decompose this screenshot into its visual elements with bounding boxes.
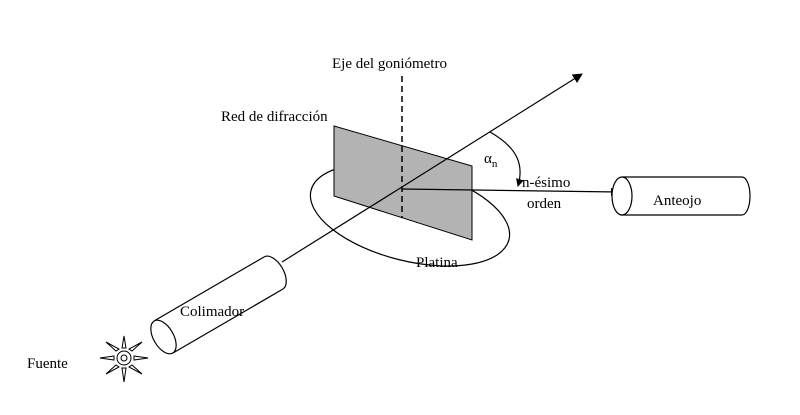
order-label-line2: orden: [527, 196, 562, 212]
telescope-label: Anteojo: [653, 193, 701, 209]
nth-order-ray: [401, 187, 619, 196]
axis-label: Eje del goniómetro: [332, 56, 447, 72]
incident-ray: [281, 186, 403, 263]
collimator-label: Colimador: [180, 304, 244, 320]
grating-label: Red de difracción: [221, 109, 328, 125]
light-source-icon: [99, 335, 149, 383]
zero-order-ray: [401, 73, 583, 188]
angle-label: αn: [484, 151, 498, 170]
source-label: Fuente: [27, 356, 68, 372]
angle-arc: [489, 131, 524, 187]
order-label-line1: n-ésimo: [522, 175, 570, 191]
telescope: [611, 176, 751, 216]
collimator: [150, 255, 287, 355]
diffraction-grating: [333, 125, 473, 241]
stage-label: Platina: [416, 255, 458, 271]
